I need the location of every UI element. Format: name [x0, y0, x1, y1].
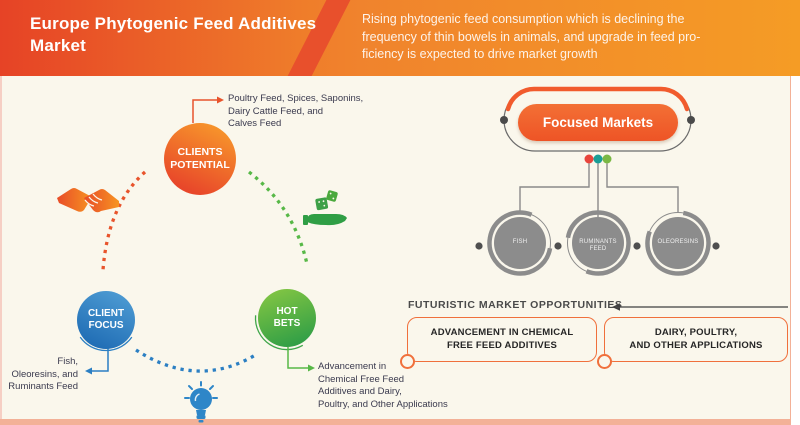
- hot-bets-label: HOT BETS: [273, 305, 301, 330]
- clients-potential-note: Poultry Feed, Spices, Saponins, Dairy Ca…: [228, 93, 364, 130]
- fm-dot-red: [584, 154, 594, 164]
- fm-connector-right: [606, 163, 679, 212]
- fm-ring-dot-right: [687, 116, 695, 124]
- page-title: Europe Phytogenic Feed Additives Market: [30, 14, 317, 56]
- cp-note-connector: [192, 99, 218, 123]
- opportunity-box-1: ADVANCEMENT IN CHEMICAL FREE FEED ADDITI…: [400, 317, 597, 369]
- fm-side-dot-3: [633, 242, 641, 250]
- right-margin-strip: [790, 76, 800, 425]
- hot-bets-circle: HOT BETS: [258, 289, 316, 347]
- client-focus-circle: CLIENT FOCUS: [77, 291, 135, 349]
- handshake-icon: [57, 188, 119, 213]
- client-focus-label: CLIENT FOCUS: [87, 307, 125, 332]
- opportunities-heading: FUTURISTIC MARKET OPPORTUNITIES: [408, 299, 623, 311]
- fm-connector-left: [519, 163, 590, 212]
- cf-note-connector: [92, 348, 109, 372]
- cf-note-arrowhead: [85, 367, 92, 375]
- footer-bar: [0, 419, 790, 425]
- opportunity-box-1-label: ADVANCEMENT IN CHEMICAL FREE FEED ADDITI…: [430, 326, 574, 351]
- client-focus-note: Fish, Oleoresins, and Ruminants Feed: [8, 356, 78, 393]
- fm-node-label-oleoresins: OLEORESINS: [657, 239, 699, 245]
- hb-note-arrowhead: [308, 364, 315, 372]
- header-banner: Europe Phytogenic Feed Additives Market …: [0, 0, 800, 76]
- fm-side-dot-2: [554, 242, 562, 250]
- dotted-arc-blue: [135, 348, 258, 373]
- fm-dot-teal: [593, 154, 603, 164]
- left-border-accent: [0, 76, 2, 425]
- focused-markets-title: Focused Markets: [542, 115, 654, 130]
- lightbulb-icon: [184, 381, 218, 423]
- hb-note-connector: [287, 347, 308, 369]
- focused-markets-pill: Focused Markets: [518, 104, 678, 141]
- fm-node-label-fish: FISH: [512, 239, 528, 245]
- fm-side-dot-1: [475, 242, 483, 250]
- clients-potential-label: CLIENTS POTENTIAL: [170, 145, 230, 171]
- cp-note-arrowhead: [217, 96, 224, 104]
- fm-side-dot-4: [712, 242, 720, 250]
- fm-dot-green: [602, 154, 612, 164]
- opportunity-box-1-corner-dot: [400, 354, 415, 369]
- hot-bets-note: Advancement in Chemical Free Feed Additi…: [318, 361, 448, 410]
- header-description: Rising phytogenic feed consumption which…: [362, 12, 701, 61]
- dotted-arc-green: [247, 170, 309, 265]
- fm-ring-dot-left: [500, 116, 508, 124]
- opportunity-box-2-label: DAIRY, POULTRY, AND OTHER APPLICATIONS: [629, 326, 763, 351]
- fm-node-label-ruminants: RUMINANTS FEED: [579, 239, 617, 253]
- money-in-hand-icon: [303, 190, 347, 226]
- opportunity-box-2-corner-dot: [597, 354, 612, 369]
- clients-potential-circle: CLIENTS POTENTIAL: [164, 123, 236, 195]
- opportunity-box-2: DAIRY, POULTRY, AND OTHER APPLICATIONS: [597, 317, 788, 369]
